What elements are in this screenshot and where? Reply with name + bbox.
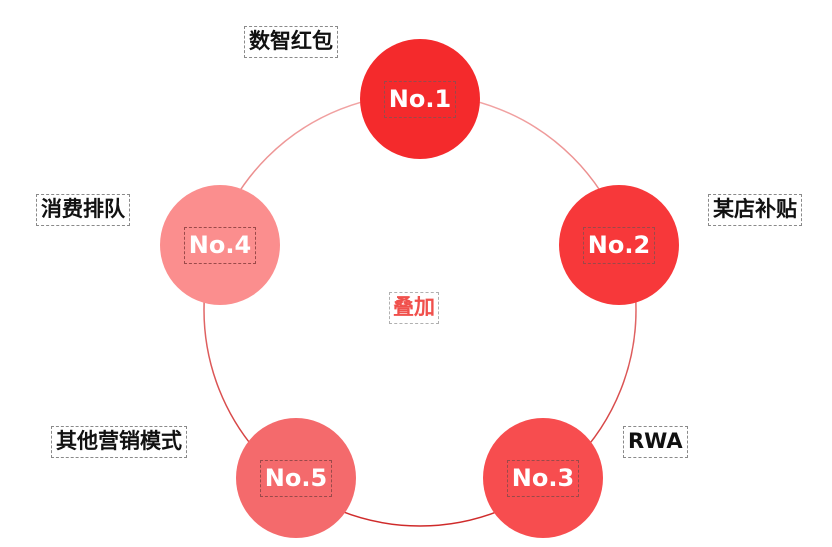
node-1-label: No.1: [383, 80, 457, 118]
node-4: No.4: [160, 185, 280, 305]
tag-node-2: 某店补贴: [708, 194, 802, 226]
tag-node-3: RWA: [623, 426, 688, 458]
node-4-label: No.4: [183, 226, 257, 264]
tag-node-5: 其他营销模式: [51, 426, 187, 458]
node-2-label: No.2: [582, 226, 656, 264]
tag-node-1: 数智红包: [244, 26, 338, 58]
center-label: 叠加: [389, 292, 439, 324]
node-1: No.1: [360, 39, 480, 159]
node-5: No.5: [236, 418, 356, 538]
tag-node-4: 消费排队: [36, 194, 130, 226]
node-5-label: No.5: [259, 459, 333, 497]
node-2: No.2: [559, 185, 679, 305]
node-3: No.3: [483, 418, 603, 538]
node-3-label: No.3: [506, 459, 580, 497]
